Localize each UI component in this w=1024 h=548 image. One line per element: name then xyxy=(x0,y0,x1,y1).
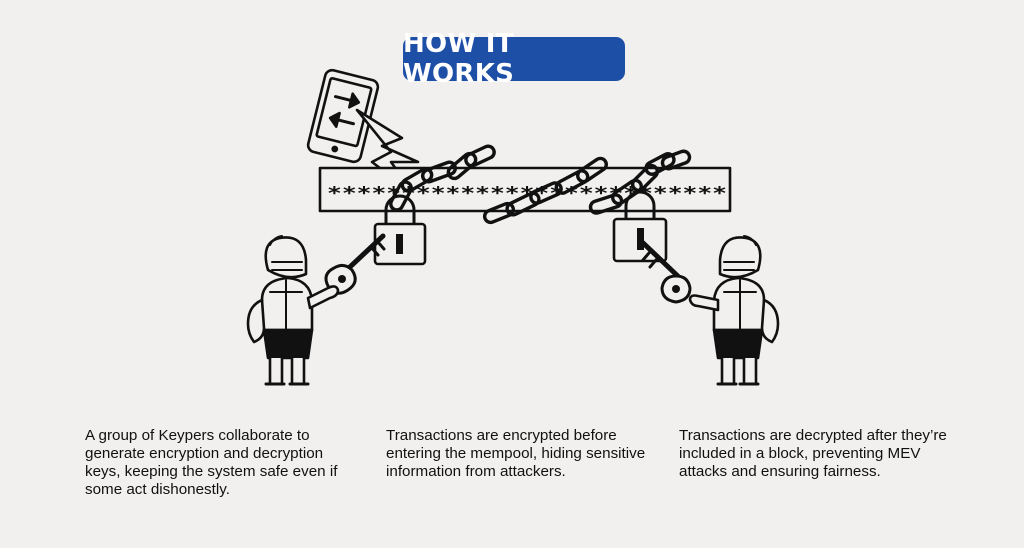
knight-icon xyxy=(246,235,340,386)
caption-decryption: Transactions are decrypted after they’re… xyxy=(679,427,947,480)
knight-icon xyxy=(688,235,780,386)
key-icon xyxy=(324,233,386,295)
lightning-bolt-icon xyxy=(355,108,420,196)
key-icon xyxy=(637,237,692,304)
caption-keypers: A group of Keypers collaborate to genera… xyxy=(85,427,338,498)
caption-encryption: Transactions are encrypted before enteri… xyxy=(386,427,646,480)
